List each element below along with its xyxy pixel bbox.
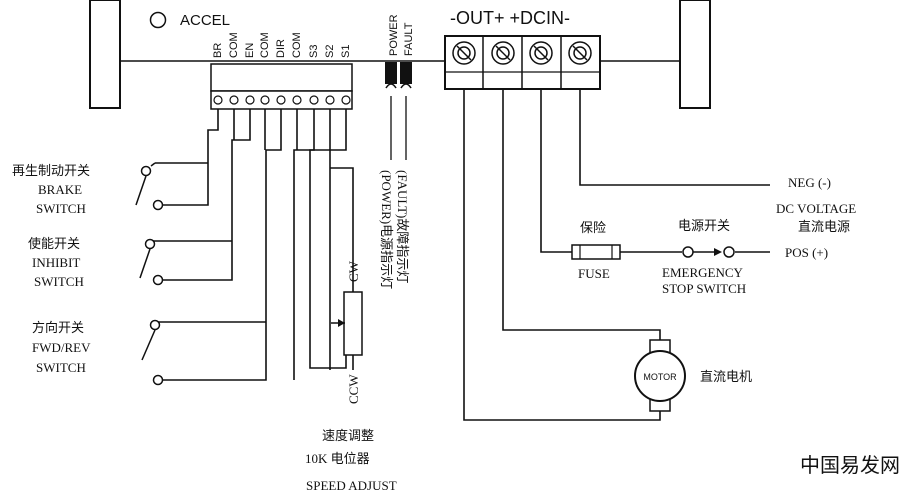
- pin-label-s3: S3: [308, 45, 320, 58]
- watermark-text: 中国易发网: [800, 454, 900, 477]
- emergency-stop-switch-icon: [682, 246, 735, 258]
- pot-cw-label: CW: [346, 260, 361, 282]
- brake-switch-cn-label: 再生制动开关: [12, 163, 90, 178]
- pin-labels: BR COM EN COM DIR COM S3 S2 S1: [212, 32, 352, 58]
- mount-post-left: [89, 0, 121, 109]
- power-indicator-label: (POWER)电源指示灯: [379, 170, 394, 289]
- speed-adjust-en-label: SPEED ADJUST: [306, 478, 397, 493]
- switch-cn-label: 电源开关: [678, 218, 730, 233]
- pin-label-com-2: COM: [259, 32, 271, 58]
- neg-label: NEG (-): [788, 175, 831, 190]
- led-label-power: POWER: [388, 14, 400, 56]
- mount-post-right: [679, 0, 711, 109]
- fwd-rev-switch-icon: [141, 319, 164, 386]
- motor-icon: [634, 339, 686, 412]
- speed-adjust-cn-label: 速度调整: [322, 428, 374, 443]
- fuse-en-label: FUSE: [578, 266, 610, 281]
- terminal-block: [444, 35, 601, 90]
- fwd-rev-switch-en-label-2: SWITCH: [36, 360, 86, 375]
- emergency-label: EMERGENCY: [662, 265, 744, 280]
- brake-switch-icon: [135, 162, 164, 211]
- power-led-icon: [385, 62, 397, 84]
- pin-label-dir: DIR: [275, 39, 287, 58]
- inhibit-switch-cn-label: 使能开关: [28, 236, 80, 251]
- pin-label-s2: S2: [324, 45, 336, 58]
- fwd-rev-switch-en-label: FWD/REV: [32, 340, 91, 355]
- pot-value-label: 10K 电位器: [305, 451, 370, 466]
- stop-switch-label: STOP SWITCH: [662, 281, 746, 296]
- pin-header-connector: [210, 63, 353, 110]
- inhibit-switch-en-label: INHIBIT: [32, 255, 80, 270]
- accel-trimmer-icon: [149, 11, 167, 29]
- brake-switch-en-label-2: SWITCH: [36, 201, 86, 216]
- fuse-cn-label: 保险: [580, 220, 606, 235]
- fwd-rev-switch-cn-label: 方向开关: [32, 320, 84, 335]
- pin-label-br: BR: [212, 43, 224, 58]
- motor-label: MOTOR: [643, 372, 677, 382]
- inhibit-switch-en-label-2: SWITCH: [34, 274, 84, 289]
- pot-ccw-label: CCW: [346, 374, 361, 404]
- pin-label-com-3: COM: [291, 32, 303, 58]
- power-wires: [463, 89, 770, 421]
- fuse-icon: [571, 244, 621, 260]
- pin-label-com-1: COM: [228, 32, 240, 58]
- dc-voltage-label: DC VOLTAGE: [776, 201, 856, 216]
- brake-switch-en-label: BRAKE: [38, 182, 82, 197]
- inhibit-switch-icon: [139, 238, 164, 286]
- potentiometer-icon: [331, 291, 363, 356]
- motor-cn-label: 直流电机: [700, 369, 752, 384]
- control-wires: [150, 109, 354, 381]
- fault-indicator-label: (FAULT)故障指示灯: [395, 170, 410, 283]
- fault-led-icon: [400, 62, 412, 84]
- dc-source-cn-label: 直流电源: [798, 219, 850, 234]
- led-label-fault: FAULT: [403, 22, 415, 56]
- terminal-header-label: -OUT+ +DCIN-: [450, 8, 570, 28]
- pos-label: POS (+): [785, 245, 828, 260]
- accel-label: ACCEL: [180, 12, 230, 29]
- pin-label-en: EN: [244, 43, 256, 58]
- pin-label-s1: S1: [340, 45, 352, 58]
